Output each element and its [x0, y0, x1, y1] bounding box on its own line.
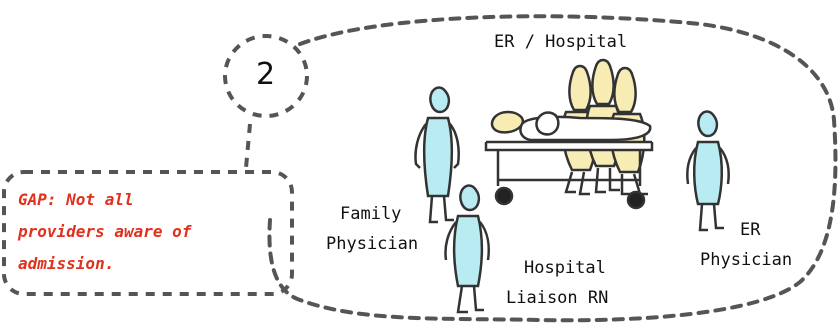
- family-physician-label-line-1: Family: [340, 204, 402, 224]
- gap-note-line-2: providers aware of: [18, 222, 192, 241]
- bubble-connector: [244, 123, 252, 169]
- gap-note-line-3: admission.: [18, 254, 115, 273]
- gap-note-line-1: GAP: Not all: [18, 190, 134, 209]
- gap-note-box: [2, 170, 294, 296]
- location-label: ER / Hospital: [494, 32, 628, 52]
- er-physician-figure: [686, 110, 730, 232]
- liaison-rn-label-line-1: Hospital: [524, 258, 606, 278]
- family-physician-figure: [414, 86, 460, 224]
- scenario-cloud-border: [267, 14, 838, 323]
- liaison-rn-label-line-2: Liaison RN: [506, 288, 609, 308]
- hospital-liaison-rn-figure: [444, 184, 490, 314]
- step-number-bubble: [223, 34, 309, 118]
- step-number: 2: [256, 57, 276, 92]
- er-physician-label-line-1: ER: [740, 220, 761, 240]
- er-physician-label-line-2: Physician: [700, 250, 793, 270]
- family-physician-label-line-2: Physician: [326, 234, 419, 254]
- stretcher-with-patient: [484, 110, 654, 210]
